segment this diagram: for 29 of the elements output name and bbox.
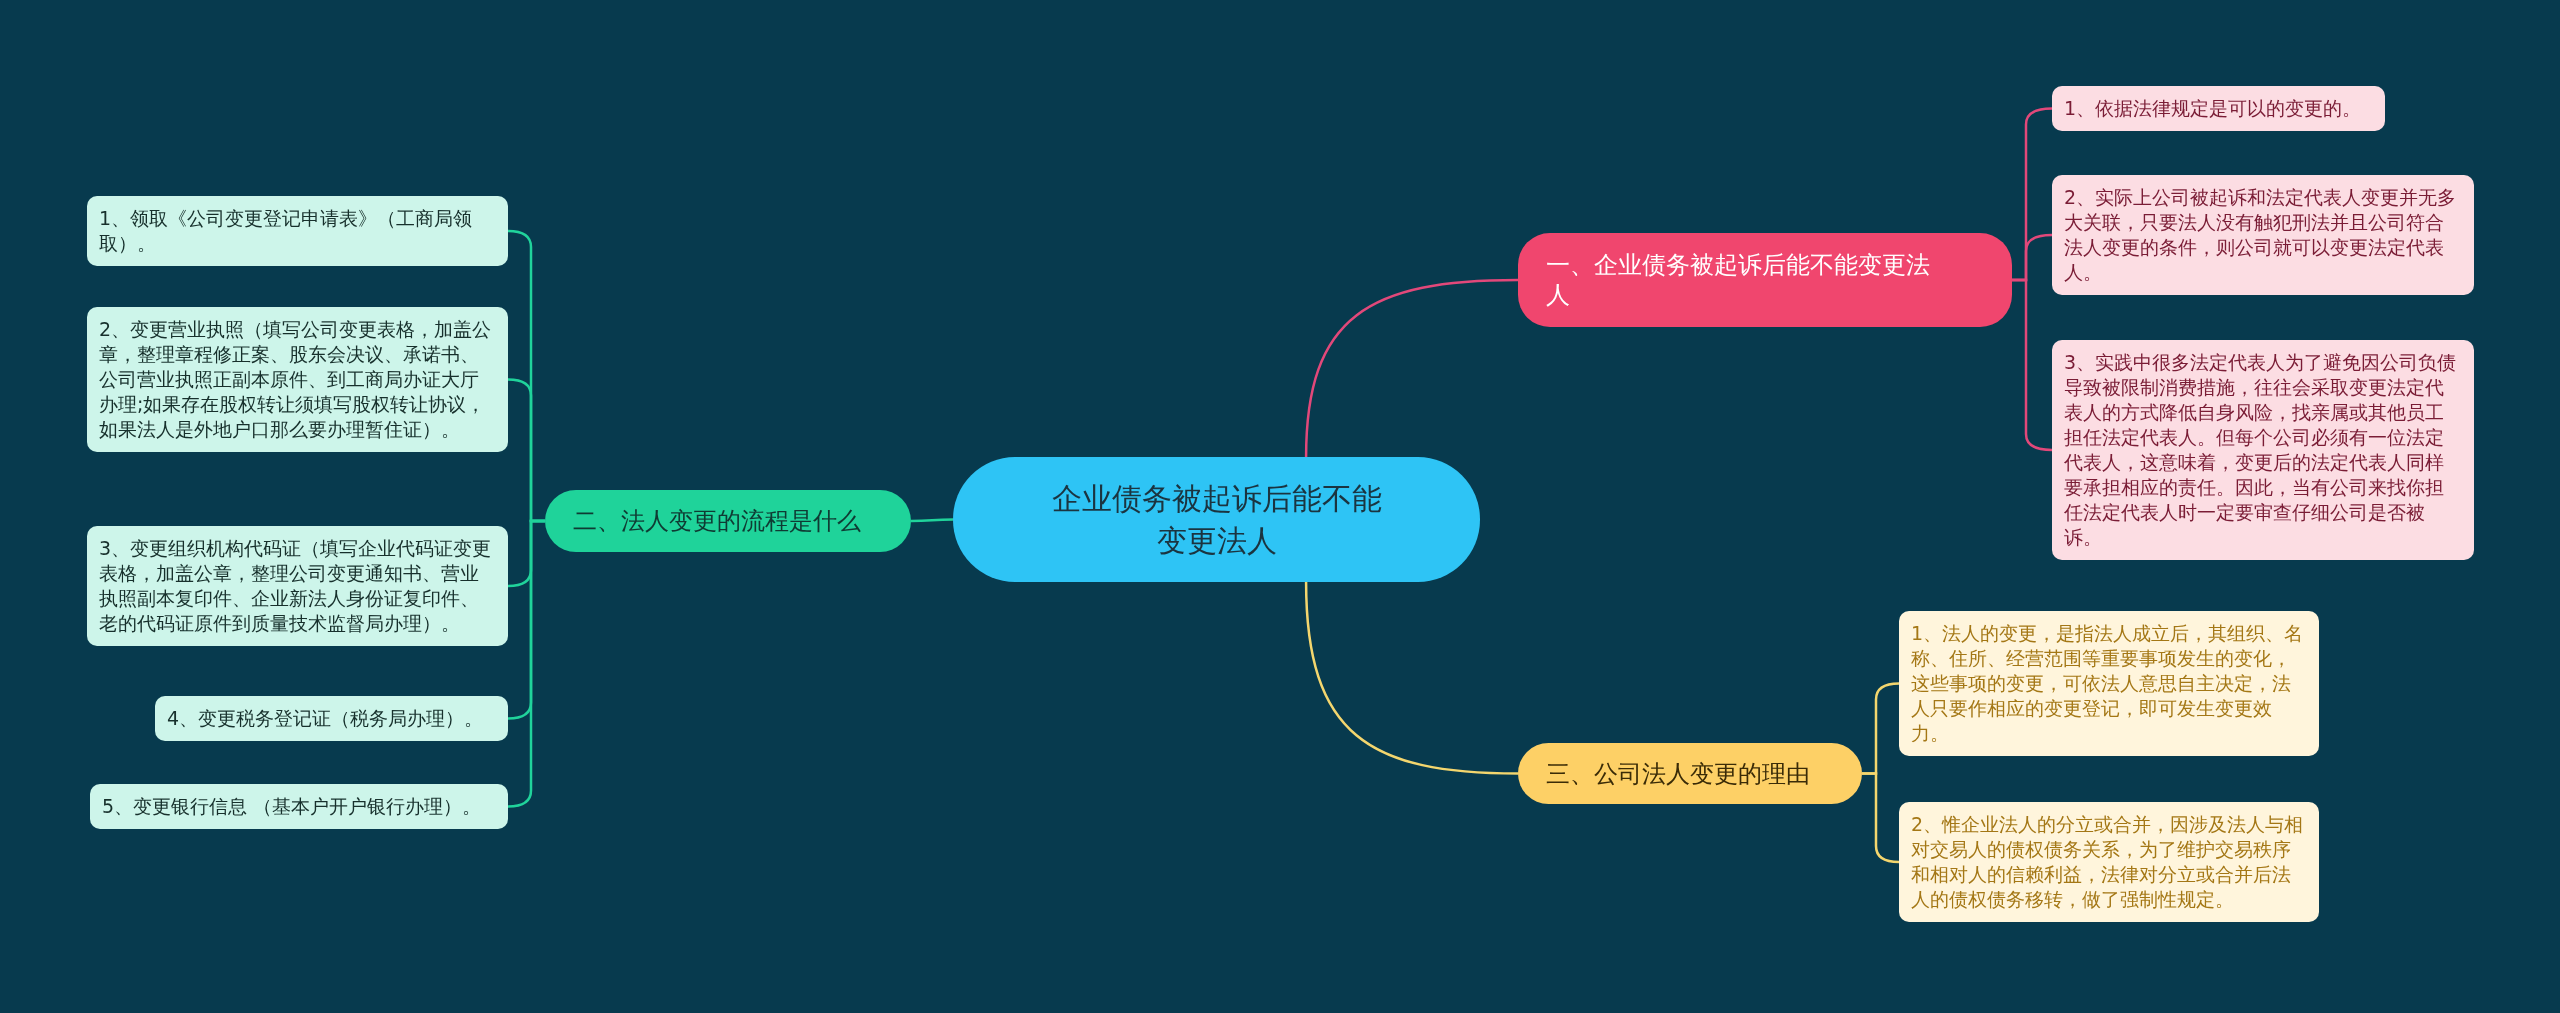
detail-card: [1899, 802, 2319, 922]
branch-topic-text: 二、法人变更的流程是什么: [573, 506, 861, 536]
branch-topic: [1518, 743, 1862, 804]
detail-card: [1899, 611, 2319, 756]
branch-topic-text: 一、企业债务被起诉后能不能变更法人: [1546, 250, 1931, 310]
detail-card: [90, 784, 508, 829]
detail-text: 2、变更营业执照（填写公司变更表格，加盖公章，整理章程修正案、股东会决议、承诺书、公司营业执照正副本原件、到工商局办证大厅办理;如果存在股权转让须填写股权转让协议，如果法人是外地户口那么要办理暂住证）。: [99, 317, 493, 442]
detail-text: 1、领取《公司变更登记申请表》（工商局领取）。: [99, 206, 474, 256]
connector: [1304, 278, 1519, 458]
detail-text: 4、变更税务登记证（税务局办理）。: [167, 706, 485, 731]
branch-topic: [1518, 233, 2012, 327]
detail-text: 5、变更银行信息 （基本户开户银行办理）。: [102, 794, 483, 819]
connector: [911, 518, 953, 523]
detail-text: 1、依据法律规定是可以的变更的。: [2064, 96, 2363, 121]
detail-card: [2052, 340, 2474, 560]
connector: [1304, 581, 1519, 775]
detail-card: [87, 526, 508, 646]
detail-card: [87, 307, 508, 452]
branch-topic-text: 三、公司法人变更的理由: [1546, 758, 1810, 789]
detail-text: 1、法人的变更，是指法人成立后，其组织、名称、住所、经营范围等重要事项发生的变化，这些事项的变更，可依法人意思自主决定，法人只要作相应的变更登记，即可发生变更效力。: [1911, 621, 2305, 746]
detail-card: [2052, 86, 2385, 131]
detail-text: 2、实际上公司被起诉和法定代表人变更并无多大关联，只要法人没有触犯刑法并且公司符合法人变更的条件，则公司就可以变更法定代表人。: [2064, 185, 2458, 285]
detail-text: 3、实践中很多法定代表人为了避免因公司负债导致被限制消费措施，往往会采取变更法定代表人的方式降低自身风险，找亲属或其他员工担任法定代表人。但每个公司必须有一位法定代表人，这意味着，变更后的法定代表人同样要承担相应的责任。因此，当有公司来找你担任法定代表人时一定要审查仔细公司是否被诉。: [2064, 350, 2458, 550]
detail-text: 2、惟企业法人的分立或合并，因涉及法人与相对交易人的债权债务关系，为了维护交易秩序和相对人的信赖利益，法律对分立或合并后法人的债权债务移转，做了强制性规定。: [1911, 812, 2305, 912]
central-topic-text: 企业债务被起诉后能不能变更法人: [1050, 479, 1383, 560]
detail-text: 3、变更组织机构代码证（填写企业代码证变更表格，加盖公章，整理公司变更通知书、营业执照副本复印件、企业新法人身份证复印件、老的代码证原件到质量技术监督局办理）。: [99, 536, 493, 636]
detail-card: [2052, 175, 2474, 295]
detail-card: [87, 196, 508, 266]
detail-card: [155, 696, 508, 741]
